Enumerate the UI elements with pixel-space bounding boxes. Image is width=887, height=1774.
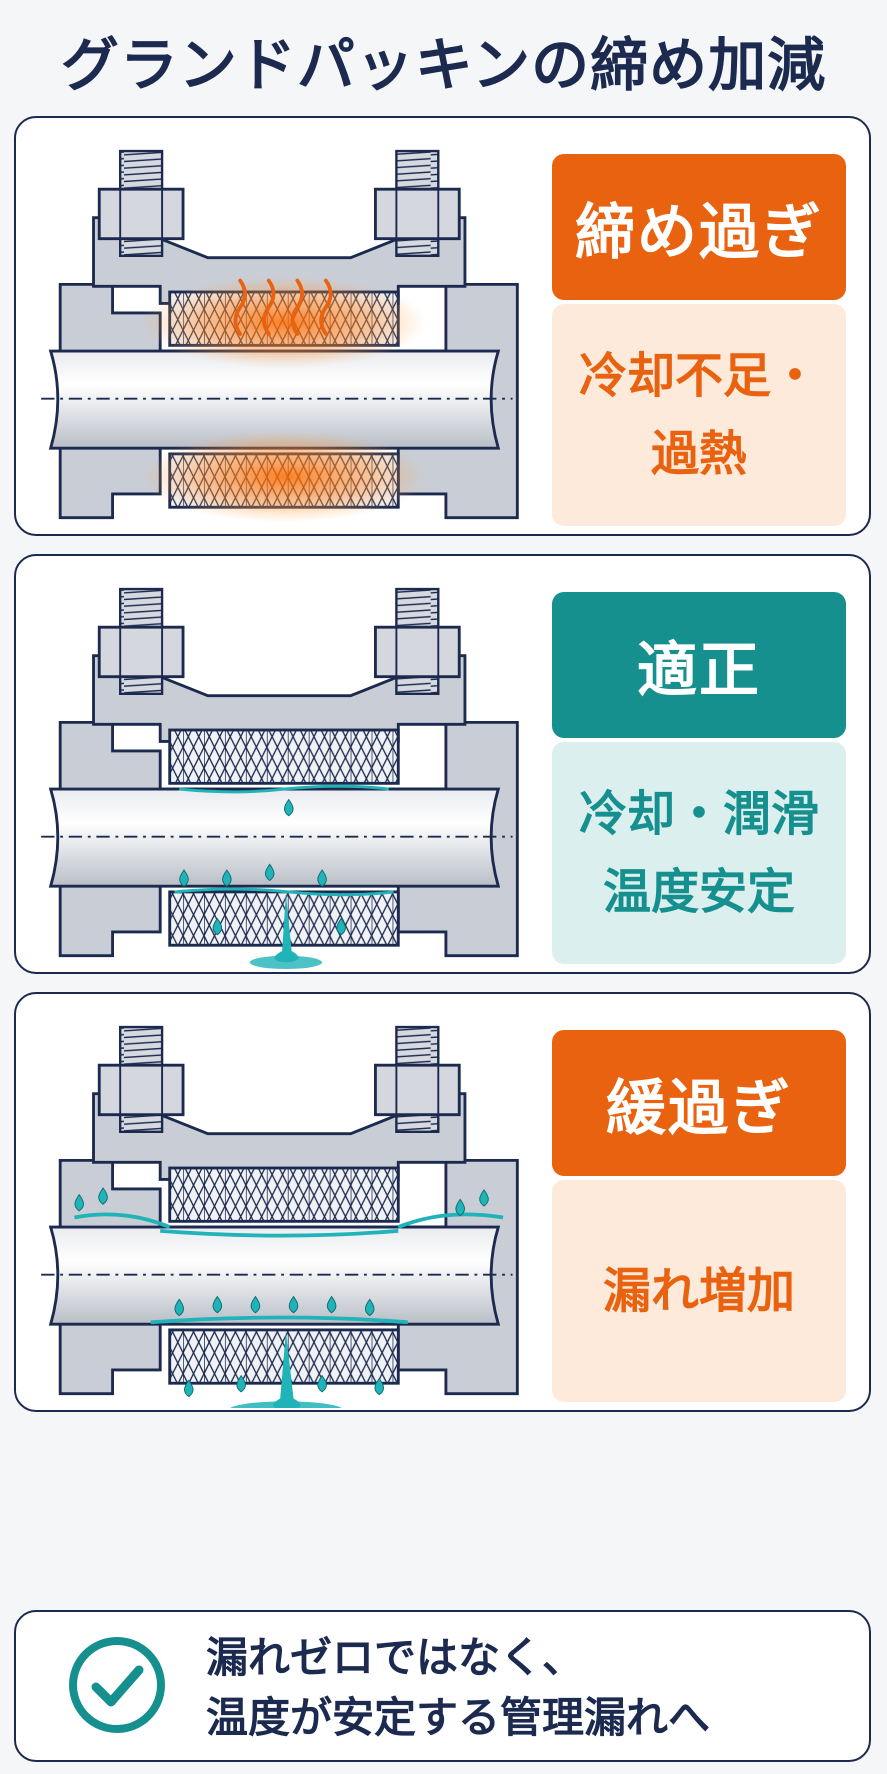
- desc-line-1: 冷却不足・: [578, 348, 819, 404]
- heat-glow-bottom: [141, 431, 427, 523]
- water-drop-icon: [174, 784, 394, 970]
- panel-over-tight: 締め過ぎ 冷却不足・ 過熱: [14, 116, 871, 536]
- desc-line-2: 過熱: [650, 426, 747, 482]
- panel-too-loose: 緩過ぎ 漏れ増加: [14, 992, 871, 1412]
- summary-text: 漏れゼロではなく、 温度が安定する管理漏れへ: [206, 1628, 710, 1748]
- summary-line-1: 漏れゼロではなく、: [206, 1633, 585, 1682]
- status-badge-too-loose: 緩過ぎ: [552, 1030, 846, 1176]
- status-badge-proper: 適正: [552, 592, 846, 738]
- summary-line-2: 温度が安定する管理漏れへ: [206, 1693, 711, 1742]
- packing-diagram-proper: [39, 587, 519, 970]
- panel-proper: 適正 冷却・潤滑 温度安定: [14, 554, 871, 974]
- summary-box: 漏れゼロではなく、 温度が安定する管理漏れへ: [14, 1610, 871, 1762]
- status-desc-too-loose: 漏れ増加: [552, 1180, 846, 1402]
- packing-diagram-over-tight: [39, 149, 519, 523]
- heat-wave-icon: [233, 278, 333, 336]
- desc-line-1: 漏れ増加: [602, 1263, 795, 1319]
- check-circle-icon: [69, 1637, 165, 1733]
- desc-line-2: 温度安定: [602, 864, 795, 920]
- status-badge-over-tight: 締め過ぎ: [552, 154, 846, 300]
- heat-glow-top: [141, 276, 427, 369]
- status-desc-proper: 冷却・潤滑 温度安定: [552, 742, 846, 964]
- desc-line-1: 冷却・潤滑: [578, 786, 819, 842]
- water-drop-icon: [74, 1187, 504, 1408]
- page-title: グランドパッキンの締め加減: [60, 31, 827, 99]
- packing-diagram-too-loose: [39, 1025, 519, 1408]
- status-desc-over-tight: 冷却不足・ 過熱: [552, 304, 846, 526]
